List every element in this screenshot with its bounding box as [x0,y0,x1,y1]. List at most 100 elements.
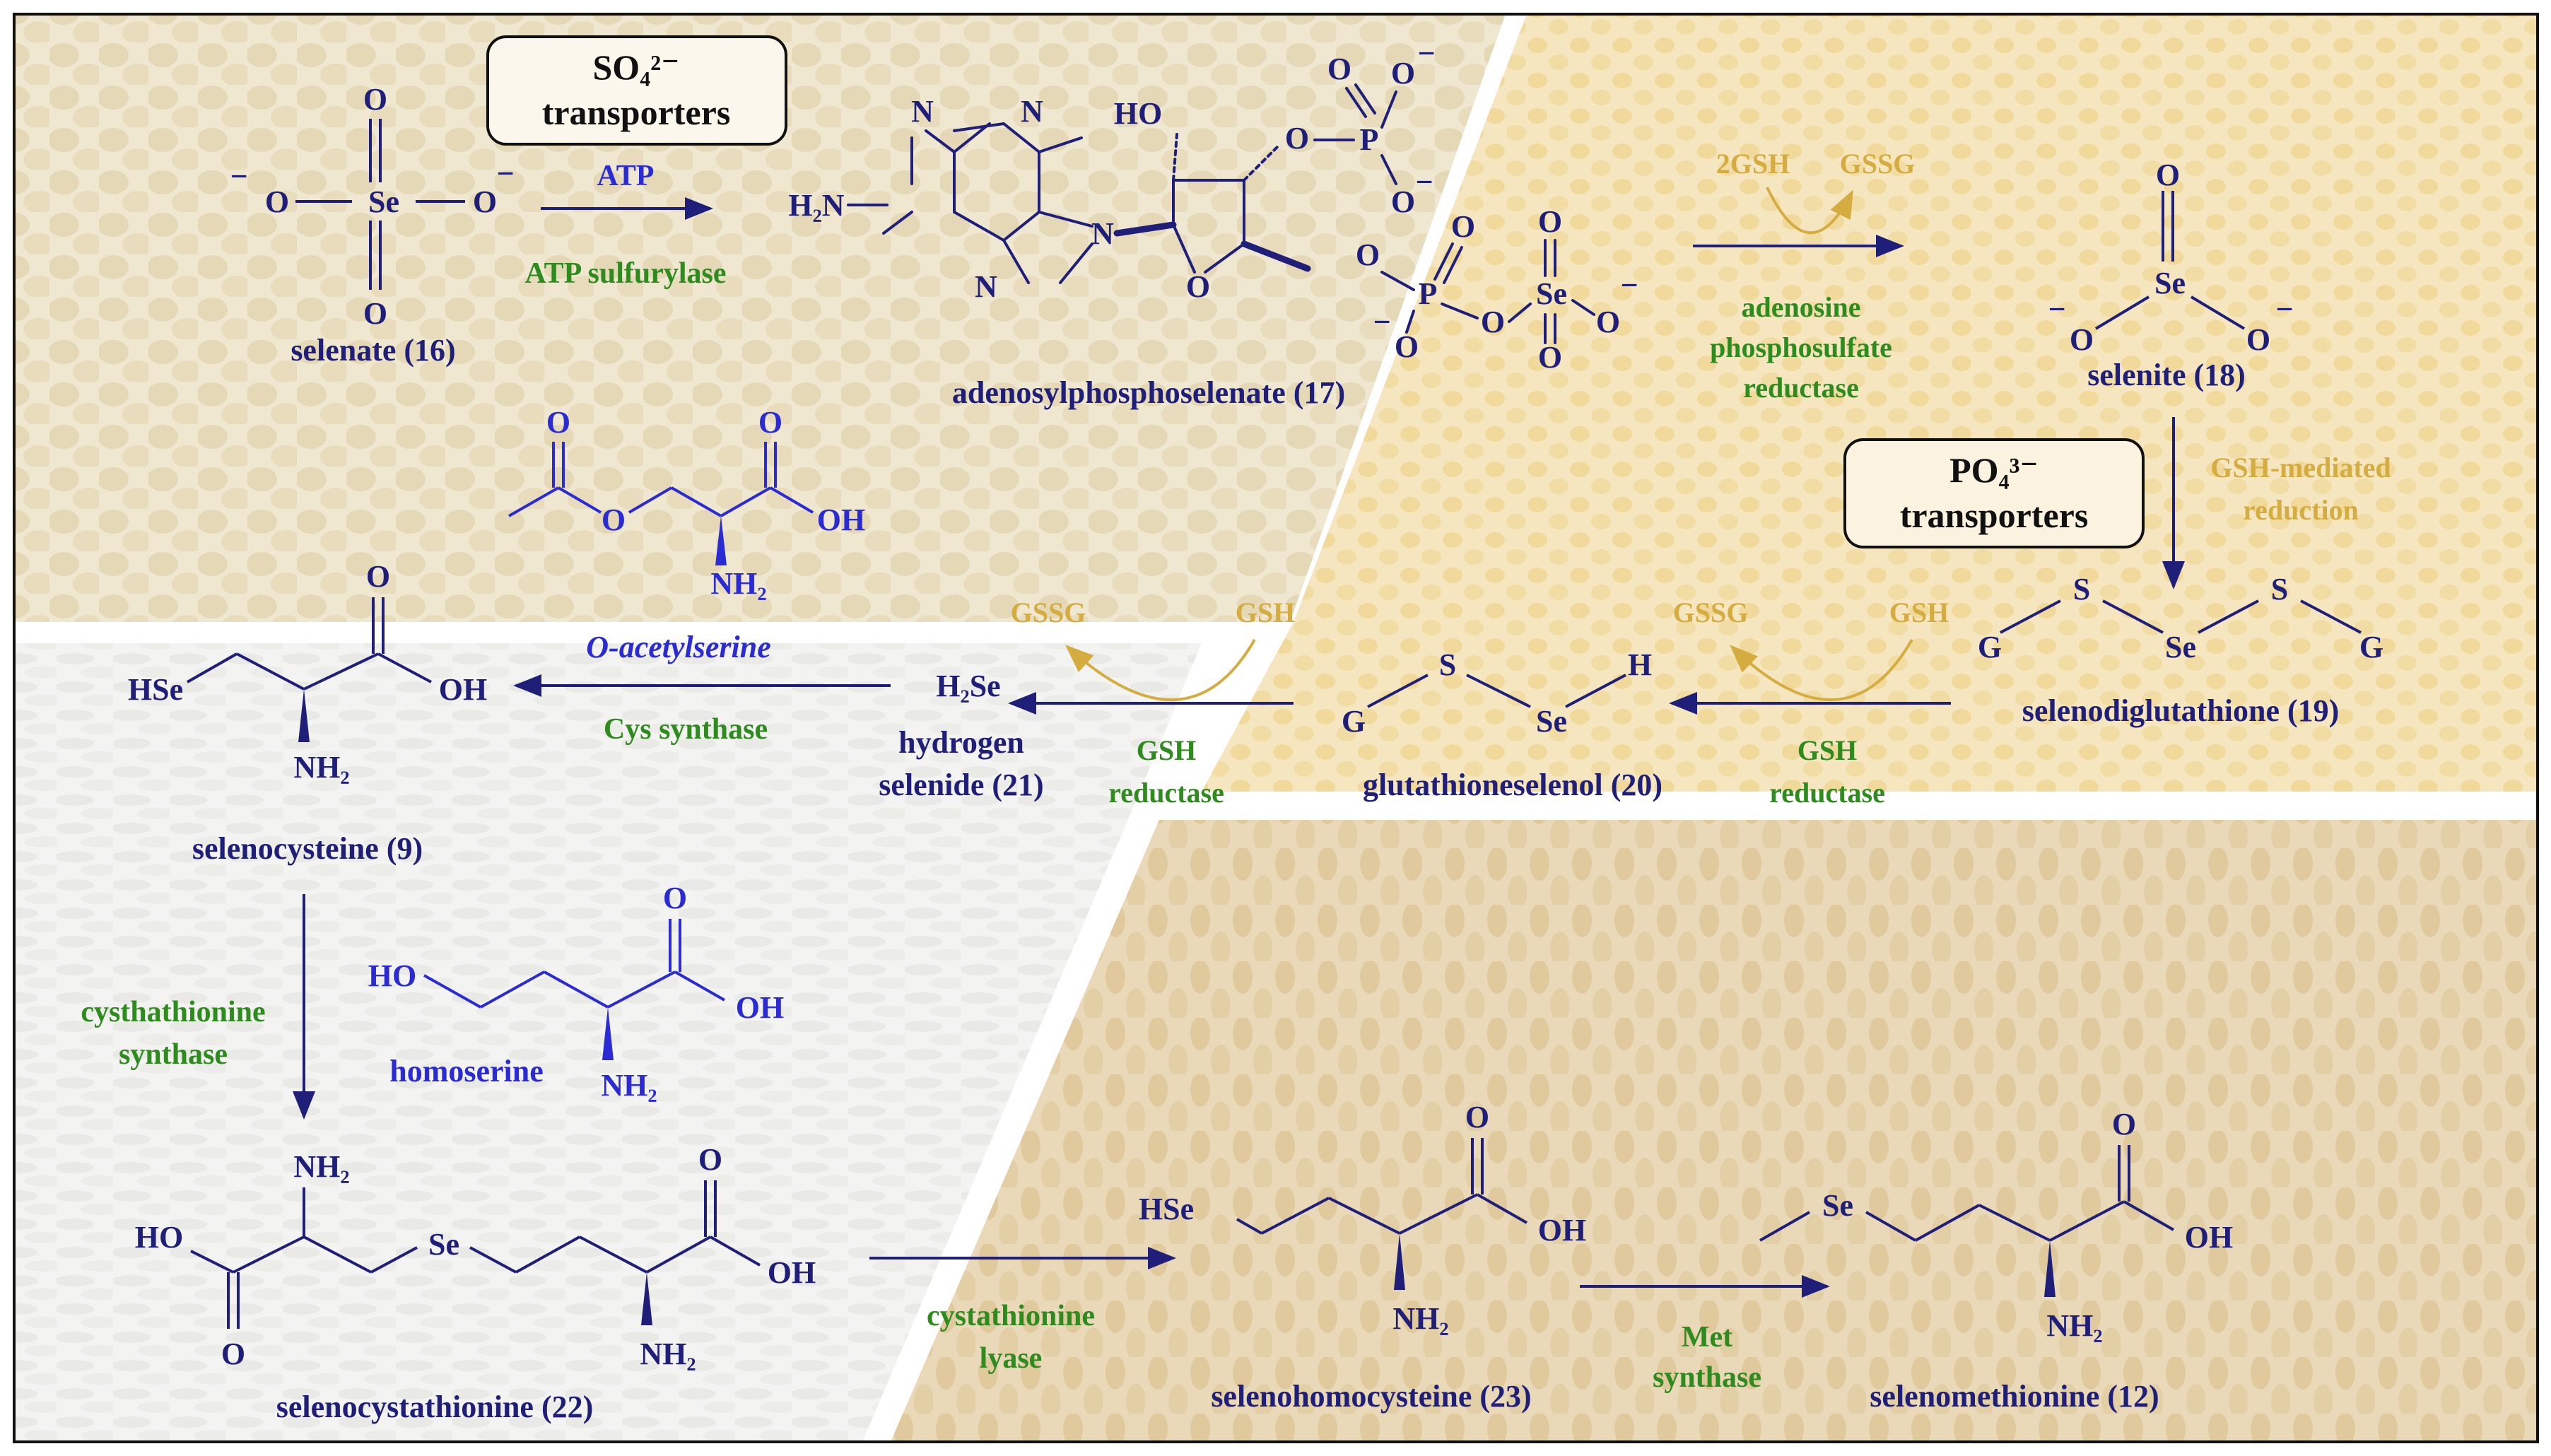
charge-minus: − [1620,268,1638,303]
atom-o: O [363,82,387,117]
charge-minus: − [1417,36,1435,71]
atom-o: O [1391,184,1415,219]
atom-o: O [546,405,570,440]
selenocystathionine-structure: NH₂ HO O Se O OH NH₂ selenocystathionine… [135,1142,816,1424]
adenosylphosphoselenate-structure: N N H₂N N N HO O O P O O − O − O P [788,36,1638,410]
atom-o: O [1465,1100,1489,1134]
frame-border [13,13,2539,1443]
atp-sulfurylase-label: ATP sulfurylase [524,257,726,290]
atom-o: O [1481,305,1505,339]
aps-reductase-label-3: reductase [1743,372,1859,404]
cystathionine-lyase-label-2: lyase [980,1342,1043,1375]
atom-oh: OH [439,672,487,707]
atom-s: S [2271,572,2288,606]
atom-p: P [1419,276,1438,311]
gsh-label-2: GSH [1236,597,1295,628]
atom-nh2: NH₂ [710,566,766,601]
atom-o: O [363,296,387,331]
homoserine-label: homoserine [389,1054,544,1088]
phosphate-ion-label: PO₄³⁻ [1949,450,2039,490]
background-panels [13,13,2539,1443]
atom-o: O [473,184,497,219]
atom-oh: OH [1538,1213,1586,1247]
charge-minus: − [230,159,247,194]
glutathioneselenol-label: glutathioneselenol (20) [1363,768,1662,802]
gsh-reductase-label-1b: reductase [1769,777,1885,809]
atp-label: ATP [597,160,655,192]
atom-s: S [1439,647,1456,682]
gssg-label-1: GSSG [1673,597,1749,628]
atom-nh2: NH₂ [2046,1308,2102,1343]
phosphate-transporters-label: transporters [1900,495,2089,535]
atom-o: O [2112,1107,2136,1141]
atom-o: O [1395,329,1419,364]
gsh-label-1: GSH [1889,597,1949,628]
atom-o: O [1596,305,1620,339]
charge-minus: − [1415,165,1433,199]
wheat-panel [891,820,2538,1442]
atom-oh: OH [768,1255,816,1290]
glutathioneselenol-structure: G S Se H glutathioneselenol (20) [1342,647,1662,802]
gsh-reductase-label-2a: GSH [1137,734,1196,766]
two-gsh-label: 2GSH [1716,148,1790,180]
atom-oh: OH [817,503,865,537]
hydrogen-selenide-label-1: hydrogen [898,725,1024,760]
atom-g: G [1978,630,2002,664]
sulfate-transporters-label: transporters [542,93,731,132]
atom-o: O [265,184,289,219]
corn-panel [1202,14,2538,792]
selenocysteine-structure: HSe O OH NH₂ selenocysteine (9) [128,559,487,866]
phosphate-transporter-box: PO₄³⁻ transporters [1843,438,2145,548]
atom-se: Se [1822,1188,1853,1223]
atom-nh2: NH₂ [601,1068,657,1103]
atom-se: Se [1536,704,1567,739]
atom-ho: HO [368,958,416,993]
atom-o: O [221,1337,245,1371]
charge-minus: − [2275,292,2293,327]
atom-n: N [1091,216,1114,251]
charge-minus: − [496,156,514,191]
cysthathionine-synthase-label-2: synthase [119,1038,228,1071]
atom-h: H [1628,647,1652,682]
atom-o: O [663,881,687,915]
selenate-label: selenate (16) [291,333,455,368]
atom-n: N [975,269,997,304]
atom-g: G [1342,704,1366,739]
atom-o: O [1285,121,1309,155]
charge-minus: − [1373,305,1390,339]
selenomethionine-label: selenomethionine (12) [1870,1379,2159,1414]
gsh-mediated-label-1: GSH-mediated [2210,452,2391,483]
atom-o: O [1327,52,1351,86]
atom-nh2: NH₂ [293,1149,349,1184]
cys-synthase-label: Cys synthase [604,713,768,746]
atom-se: Se [2154,266,2186,300]
soybean-panel [14,14,1506,622]
atom-o: O [1451,209,1475,244]
cystathionine-lyase-label-1: cystathionine [927,1300,1095,1332]
selenodiglutathione-structure: G S Se S G selenodiglutathione (19) [1978,572,2383,728]
atom-p: P [1360,122,1379,157]
atom-o: O [758,405,782,440]
atom-se: Se [368,184,399,219]
selenate-structure: O − O Se O − O selenate (16) [230,82,514,368]
aps-reductase-label-2: phosphosulfate [1710,331,1892,363]
h2se-formula: H₂Se [936,669,1000,703]
atom-se: Se [428,1227,459,1262]
met-synthase-label-2: synthase [1653,1361,1761,1394]
atom-hse: HSe [1139,1192,1194,1226]
selenohomocysteine-label: selenohomocysteine (23) [1211,1379,1531,1414]
selenodiglutathione-label: selenodiglutathione (19) [2022,693,2340,728]
cysthathionine-synthase-label-1: cysthathionine [81,996,265,1028]
atom-nh2: NH₂ [1392,1301,1448,1336]
atom-oh: OH [736,990,784,1025]
atom-ho: HO [135,1220,183,1255]
atom-se: Se [1536,276,1567,311]
atom-nh2: NH₂ [293,750,349,785]
sulfate-transporter-box: SO₄²⁻ transporters [486,35,787,146]
atom-o: O [1186,269,1210,304]
gssg-label-aps: GSSG [1840,148,1916,180]
selenocystathionine-label: selenocystathionine (22) [276,1390,594,1424]
adenosylphosphoselenate-label: adenosylphosphoselenate (17) [952,375,1345,410]
homoserine-structure: HO O OH NH₂ homoserine [368,881,784,1103]
